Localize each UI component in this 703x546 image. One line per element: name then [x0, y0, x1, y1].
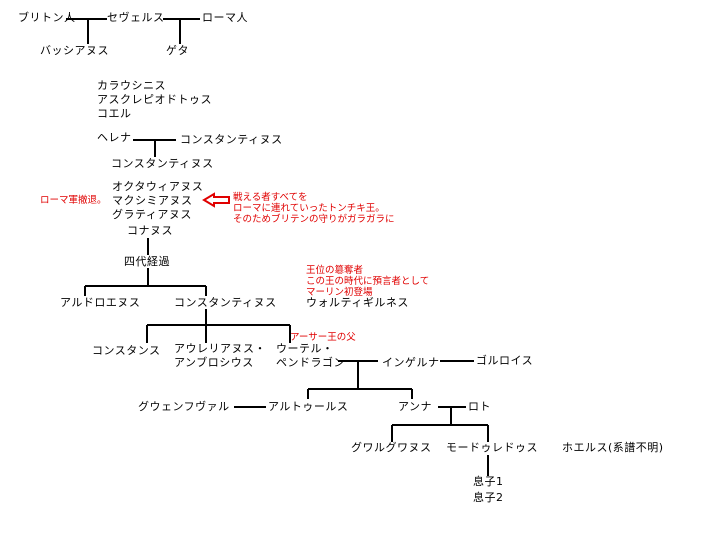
coel: コエル: [97, 107, 132, 120]
gorlois: ゴルロイス: [476, 354, 534, 367]
aurelius-line2: アンブロシウス: [174, 356, 254, 369]
lot: ロト: [468, 400, 491, 413]
note-maximianus-1: 戦える者すべてを: [233, 192, 308, 203]
left-arrow-icon: [202, 192, 230, 208]
guinevere: グウェンフヴァル: [138, 400, 230, 413]
conanus: コナヌス: [127, 224, 173, 237]
note-uther: アーサー王の父: [290, 332, 356, 343]
gawain: グワルグワヌス: [351, 441, 432, 454]
note-vortigern-2: この王の時代に預言者として: [306, 276, 430, 287]
uther-line1: ウーテル・: [276, 342, 334, 355]
geta: ゲタ: [166, 44, 189, 57]
mordred: モードゥレドゥス: [446, 441, 538, 454]
aurelius-line1: アウレリアヌス・: [174, 342, 266, 355]
bassianus: バッシアヌス: [40, 44, 109, 57]
vortigern: ウォルティギルネス: [306, 296, 409, 309]
carausius: カラウシニス: [97, 79, 166, 92]
helena: ヘレナ: [97, 131, 132, 144]
constantius: コンスタンティヌス: [180, 133, 283, 146]
son1: 息子1: [473, 475, 504, 488]
note-maximianus-3: そのためブリテンの守りがガラガラに: [233, 214, 395, 225]
note-vortigern-3: マーリン初登場: [306, 287, 373, 298]
gratianus: グラティアヌス: [112, 208, 192, 221]
anna: アンナ: [398, 400, 433, 413]
briton: ブリトン人: [18, 11, 76, 24]
severus: セヴェルス: [107, 11, 165, 24]
note-maximianus-2: ローマに連れていったトンチキ王。: [233, 203, 385, 214]
four-generations: 四代経過: [124, 255, 170, 268]
maximianus: マクシミアヌス: [112, 194, 193, 207]
hoel: ホエルス(系譜不明): [562, 441, 664, 454]
son2: 息子2: [473, 491, 504, 504]
arthur: アルトゥールス: [268, 400, 349, 413]
uther-line2: ペンドラゴン: [276, 356, 345, 369]
constantine1: コンスタンティヌス: [111, 157, 214, 170]
constans: コンスタンス: [92, 344, 161, 357]
constantine2: コンスタンティヌス: [174, 296, 277, 309]
note-roman-army: ローマ軍撤退。: [40, 195, 107, 206]
igraine: インゲルナ: [382, 356, 440, 369]
octavius: オクタウィアヌス: [112, 180, 204, 193]
note-vortigern-1: 王位の簒奪者: [306, 265, 364, 276]
aldroenus: アルドロエヌス: [60, 296, 141, 309]
roman: ローマ人: [202, 11, 248, 24]
asclepiodotus: アスクレピオドトゥス: [97, 93, 212, 106]
